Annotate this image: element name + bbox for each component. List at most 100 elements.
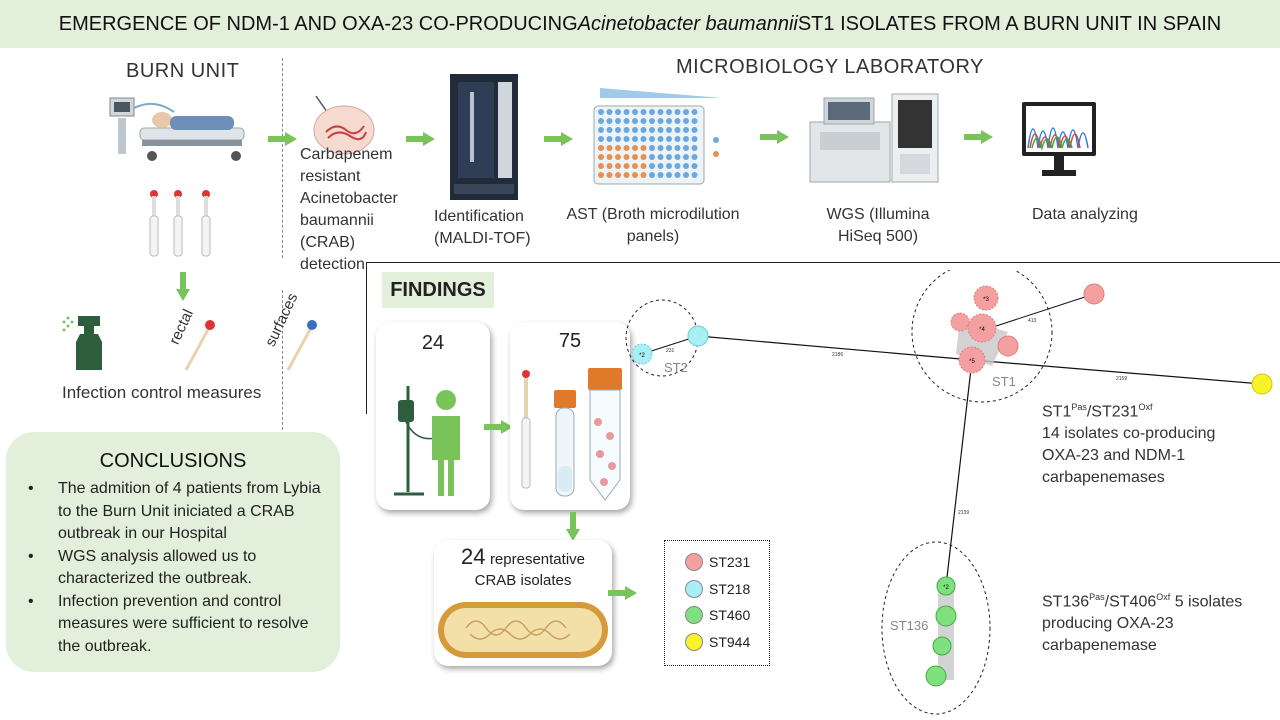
st1-desc-line1: 14 isolates co-producing [1042, 425, 1216, 443]
ast-well [666, 127, 672, 133]
ast-well [691, 172, 698, 178]
isolates-heading: 24 representative [434, 544, 612, 570]
edge-st1-st136 [945, 359, 973, 587]
ast-well [666, 109, 672, 115]
ast-well [674, 172, 681, 178]
title-italic: Acinetobacter baumannii [577, 12, 798, 35]
ast-well [598, 118, 604, 124]
petri-dish-icon [313, 95, 375, 155]
st1-node [950, 312, 970, 332]
ast-well [606, 154, 613, 160]
isolates-card: 24 representative CRAB isolates [434, 540, 612, 666]
ast-well [666, 145, 672, 151]
divider-top [282, 58, 283, 258]
st136-desc-b: /ST406 [1104, 593, 1157, 611]
ast-well [598, 145, 604, 151]
ast-well [632, 145, 638, 151]
ast-well [606, 172, 613, 178]
step-ast: AST (Broth microdilution panels) [566, 206, 740, 245]
ast-well [598, 136, 604, 142]
node-label: *2 [639, 353, 645, 359]
maldi-tof-icon [450, 74, 518, 200]
ast-well [691, 136, 698, 142]
ast-well [615, 172, 621, 178]
ast-well [640, 172, 647, 178]
ast-well [649, 154, 655, 160]
st1-node [973, 285, 999, 311]
ast-well [649, 136, 655, 142]
ast-well [640, 145, 647, 151]
legend-label: ST460 [709, 607, 751, 624]
st1-node [958, 346, 986, 374]
findings-frame-top [366, 262, 1280, 263]
st136-hub-shade [938, 586, 954, 680]
conclusions-list: The admition of 4 patients from Lybia to… [22, 478, 332, 658]
edge-label: 413 [1028, 318, 1037, 324]
spray-bottle-icon [62, 316, 102, 370]
ast-well [657, 109, 664, 115]
ast-well [666, 172, 672, 178]
edge-label: 2159 [1116, 376, 1127, 382]
st-legend: ST231 ST218 ST460 ST944 [664, 540, 770, 666]
st136-node [935, 605, 957, 627]
st136-desc-a-sup: Pas [1089, 592, 1105, 602]
edge-st1-st944 [971, 359, 1263, 385]
legend-item-st460: ST460 [685, 602, 769, 629]
ast-well [623, 127, 630, 133]
st1-node [997, 335, 1019, 357]
ast-well [598, 172, 604, 178]
ast-plate-icon [593, 88, 722, 185]
ast-well [666, 163, 672, 169]
ast-well [623, 109, 630, 115]
st2-node [687, 325, 709, 347]
node-label: *2 [943, 585, 949, 591]
st2-node [631, 343, 653, 365]
ast-well [623, 172, 630, 178]
legend-label: ST218 [709, 580, 751, 597]
ast-well [666, 136, 672, 142]
step-wgs: WGS (Illumina HiSeq 500) [826, 206, 930, 245]
step-data-analyzing: Data analyzing [1032, 206, 1138, 223]
st944-node [1251, 373, 1273, 395]
ast-well [640, 127, 647, 133]
ast-well [649, 145, 655, 151]
ast-well [683, 109, 689, 115]
ast-well [632, 136, 638, 142]
ast-well [623, 136, 630, 142]
ast-well [632, 109, 638, 115]
title-part2: ST1 ISOLATES FROM A BURN UNIT IN SPAIN [797, 12, 1222, 35]
ast-well [674, 163, 681, 169]
conclusion-item: Infection prevention and control measure… [22, 591, 332, 659]
arrow-4 [760, 130, 790, 144]
conclusion-item: The admition of 4 patients from Lybia to… [22, 478, 332, 546]
arrow-down-burn [176, 272, 190, 302]
ast-well [623, 163, 630, 169]
st136-desc-c: 5 isolates [1170, 593, 1243, 611]
infection-control-label: Infection control measures [62, 383, 262, 402]
patients-card: 24 [376, 322, 490, 510]
ast-well [623, 145, 630, 151]
legend-item-st231: ST231 [685, 549, 769, 576]
rectal-swab-icon [184, 320, 215, 371]
ast-well [632, 154, 638, 160]
step-identification: Identification (MALDI-TOF) [434, 208, 531, 247]
ast-well [640, 136, 647, 142]
st136-cluster [881, 541, 991, 715]
ast-well [683, 118, 689, 124]
ast-well [674, 145, 681, 151]
ast-well [615, 127, 621, 133]
ast-well [632, 163, 638, 169]
ast-well [674, 127, 681, 133]
st1-label: ST1 [992, 374, 1016, 389]
ast-well [691, 163, 698, 169]
node-label: *3 [983, 297, 989, 303]
st136-node [932, 636, 952, 656]
st136-desc-line3: carbapenemase [1042, 637, 1157, 655]
arrow-5 [964, 130, 994, 144]
lab-title: MICROBIOLOGY LABORATORY [676, 56, 984, 78]
ast-well [657, 136, 664, 142]
node-label: *5 [969, 359, 975, 365]
st1-description: ST1Pas/ST231Oxf 14 isolates co-producing… [1042, 396, 1272, 489]
ast-well [632, 118, 638, 124]
st136-desc-title: ST136Pas/ST406Oxf 5 isolates [1042, 586, 1278, 613]
